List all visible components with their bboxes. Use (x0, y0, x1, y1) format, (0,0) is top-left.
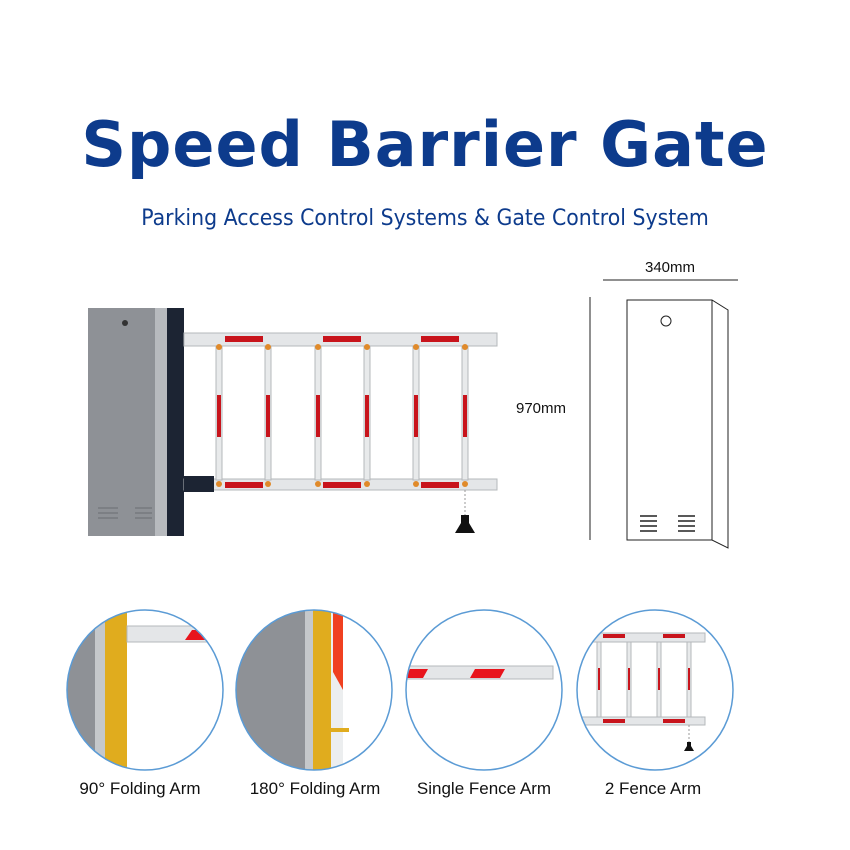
arm-detail-2-fence (576, 609, 734, 771)
arm-label-180-folding: 180° Folding Arm (249, 779, 381, 798)
arm-label-single-fence: Single Fence Arm (416, 779, 552, 798)
page-title: Speed Barrier Gate (81, 108, 769, 181)
arm-label-90-folding: 90° Folding Arm (79, 779, 201, 798)
width-dimension-label: 340mm (645, 259, 696, 276)
arm-detail-single-fence (405, 609, 563, 771)
arm-detail-90-folding (66, 609, 224, 771)
barrier-cabinet (88, 308, 184, 536)
arm-detail-180-folding (235, 609, 393, 771)
page-subtitle: Parking Access Control Systems & Gate Co… (141, 206, 709, 231)
height-dimension-label: 970mm (516, 400, 567, 417)
support-foot-icon (455, 515, 475, 533)
fence-arm (183, 332, 498, 533)
dimension-diagram (589, 279, 738, 549)
arm-label-2-fence: 2 Fence Arm (604, 779, 702, 798)
